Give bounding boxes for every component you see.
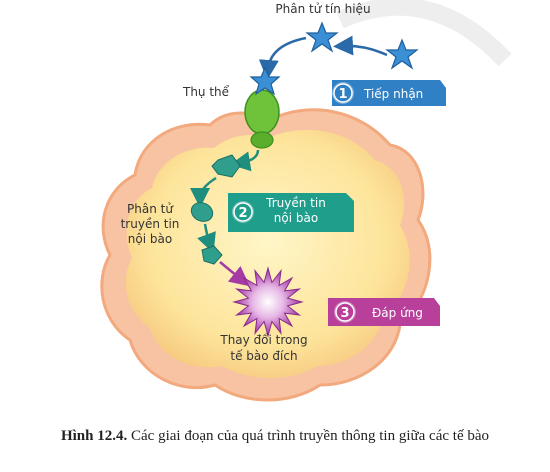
figure-caption-text: Các giai đoạn của quá trình truyền thông… [131, 428, 490, 444]
arrow-messenger-2-to-3 [197, 223, 216, 254]
step-2-label-line1: Truyền tin [265, 196, 326, 210]
target-change-label-line1: Thay đổi trong [219, 333, 307, 347]
messenger-molecule-2 [190, 202, 214, 222]
signal-molecule-star-incoming [385, 38, 419, 70]
figure-caption: Hình 12.4. Các giai đoạn của quá trình t… [0, 428, 550, 445]
step-3-badge: 3 Đáp ứng [328, 298, 440, 326]
arrow-messenger-to-response [219, 261, 250, 287]
messenger-molecule-3 [201, 245, 223, 265]
arrow-messenger-1-to-2 [190, 176, 217, 208]
messenger-molecule-1 [211, 154, 241, 178]
receptor-label: Thụ thể [182, 85, 230, 99]
signal-molecule-star [305, 21, 339, 53]
step-2-number: 2 [238, 206, 247, 221]
messenger-label-line3: nội bào [128, 232, 172, 246]
target-change-label-line2: tế bào đích [230, 349, 297, 363]
step-3-label: Đáp ứng [372, 306, 423, 320]
step-1-number: 1 [338, 87, 347, 102]
step-1-badge: 1 Tiếp nhận [332, 80, 446, 106]
step-2-label-line2: nội bào [274, 211, 318, 225]
background-arc [336, 0, 512, 67]
signal-molecule-bound-icon [249, 66, 281, 96]
messenger-label-line1: Phân tử [127, 202, 174, 216]
step-3-number: 3 [340, 306, 349, 321]
arrow-signal-approach [333, 35, 388, 57]
step-2-badge: 2 Truyền tin nội bào [228, 193, 354, 232]
signal-molecule-label: Phân tử tín hiệu [275, 2, 370, 16]
arrow-signal-to-receptor [258, 36, 307, 80]
cellular-response-burst [232, 266, 304, 338]
step-1-label: Tiếp nhận [363, 87, 423, 101]
receptor [244, 89, 280, 149]
messenger-label-line2: truyền tin [121, 217, 180, 231]
figure-number: Hình 12.4. [60, 428, 128, 444]
arrow-receptor-to-messenger [230, 149, 260, 172]
signal-transduction-diagram: Phân tử tín hiệu Thụ thể Phân tử truyền … [100, 0, 512, 402]
